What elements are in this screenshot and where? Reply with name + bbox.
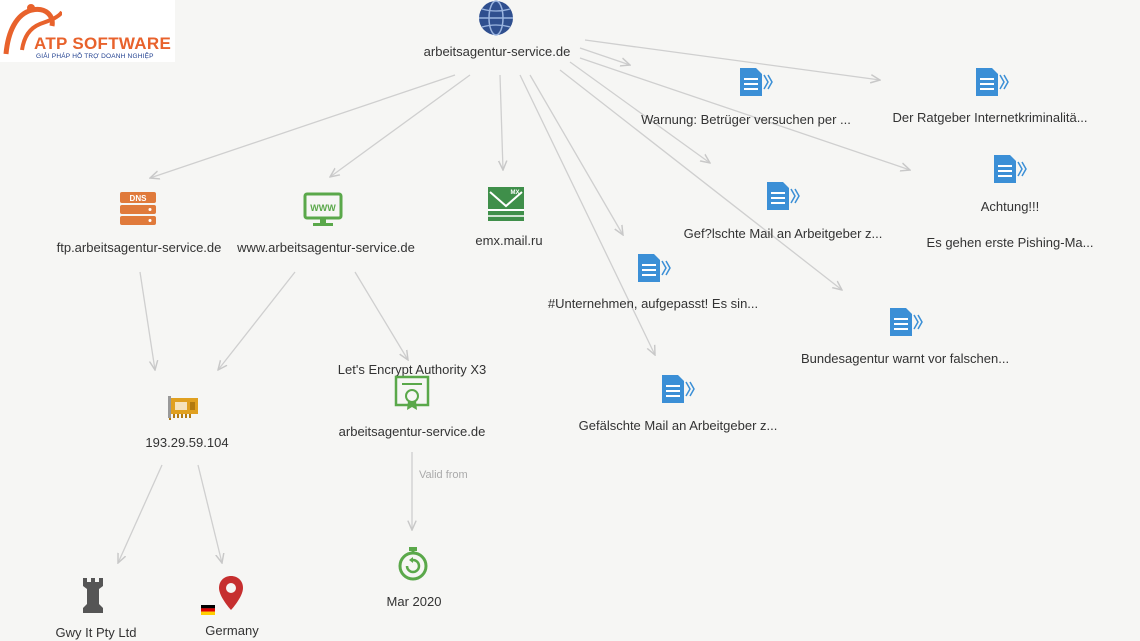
cert-node-label: arbeitsagentur-service.de [338, 424, 486, 439]
logo-mark-icon [3, 4, 62, 55]
edge-root-mail [500, 74, 503, 170]
network-card-icon [168, 396, 198, 420]
dns-icon: DNS [120, 192, 156, 225]
svg-text:DNS: DNS [130, 194, 148, 203]
doc-node-8[interactable] [660, 373, 696, 410]
edge-root-doc7 [519, 74, 655, 355]
edge-root-dns [150, 74, 456, 178]
root-node-label: arbeitsagentur-service.de [423, 44, 571, 59]
dns-node[interactable]: DNS [118, 190, 158, 235]
logo-subtitle: GIẢI PHÁP HỖ TRỢ DOANH NGHIỆP [36, 53, 154, 60]
doc-node-label-1: Warnung: Betrüger versuchen per ... [641, 112, 851, 127]
doc-node-label-5: Gef?lschte Mail an Arbeitgeber z... [683, 226, 883, 241]
root-node[interactable] [476, 0, 516, 43]
globe-icon [479, 0, 513, 36]
edge-label-valid-from: Valid from [419, 469, 468, 481]
cert-node[interactable] [394, 374, 430, 417]
document-icon [740, 68, 773, 96]
mail-node-label: emx.mail.ru [475, 233, 543, 248]
org-node[interactable] [80, 576, 106, 619]
doc-node-1[interactable] [738, 66, 774, 103]
document-icon [976, 68, 1009, 96]
org-node-label: Gwy It Pty Ltd [55, 625, 137, 640]
doc-node-label-4: Es gehen erste Pishing-Ma... [926, 235, 1094, 250]
edge-root-doc4 [569, 61, 710, 163]
mail-server-icon: MX [488, 187, 524, 221]
doc-node-5[interactable] [765, 180, 801, 217]
atp-logo: ATP SOFTWARE GIẢI PHÁP HỖ TRỢ DOANH NGHI… [0, 0, 175, 62]
document-icon [767, 182, 800, 210]
doc-node-6[interactable] [636, 252, 672, 289]
dns-node-label: ftp.arbeitsagentur-service.de [56, 240, 222, 255]
edge-root-doc6 [529, 74, 623, 235]
edge-root-doc5 [559, 69, 842, 290]
document-icon [890, 308, 923, 336]
doc-node-2[interactable] [974, 66, 1010, 103]
graph-edges [118, 39, 910, 563]
ip-node-label: 193.29.59.104 [145, 435, 229, 450]
edge-www-cert [354, 271, 408, 360]
logo-title: ATP SOFTWARE [34, 34, 172, 53]
date-node[interactable] [396, 546, 430, 587]
germany-flag-icon [201, 602, 215, 620]
www-icon: WWW [303, 192, 343, 226]
country-node-label: Germany [205, 623, 259, 638]
chess-rook-icon [83, 578, 103, 613]
document-icon [662, 375, 695, 403]
certificate-icon [394, 375, 430, 410]
edge-www-ip [218, 271, 296, 370]
document-icon [638, 254, 671, 282]
doc-node-label-8: Gefälschte Mail an Arbeitgeber z... [578, 418, 778, 433]
mail-node[interactable]: MX [486, 184, 526, 229]
edge-root-doc3 [579, 57, 910, 170]
doc-node-label-2: Der Ratgeber Internetkriminalitä... [892, 110, 1088, 125]
ip-node[interactable] [168, 390, 202, 427]
document-icon [994, 155, 1027, 183]
doc-node-3[interactable] [992, 153, 1028, 190]
date-node-label: Mar 2020 [386, 594, 442, 609]
cert-issuer-label: Let's Encrypt Authority X3 [337, 362, 487, 377]
edge-ip-org [118, 464, 163, 563]
location-pin-icon [219, 576, 243, 610]
edge-dns-ip [139, 271, 155, 370]
edge-root-www [330, 74, 471, 177]
doc-node-7[interactable] [888, 306, 924, 343]
edge-root-doc2 [584, 39, 880, 80]
www-node-label: www.arbeitsagentur-service.de [237, 240, 415, 255]
www-node[interactable]: WWW [303, 190, 343, 235]
edge-root-doc1 [579, 47, 630, 65]
doc-node-label-3: Achtung!!! [980, 199, 1040, 214]
svg-text:MX: MX [511, 190, 520, 196]
doc-node-label-6: #Unternehmen, aufgepasst! Es sin... [547, 296, 759, 311]
edge-ip-country [197, 464, 222, 563]
doc-node-label-7: Bundesagentur warnt vor falschen... [800, 351, 1010, 366]
country-node[interactable] [218, 575, 244, 616]
svg-text:WWW: WWW [310, 203, 336, 213]
stopwatch-icon [398, 547, 428, 581]
